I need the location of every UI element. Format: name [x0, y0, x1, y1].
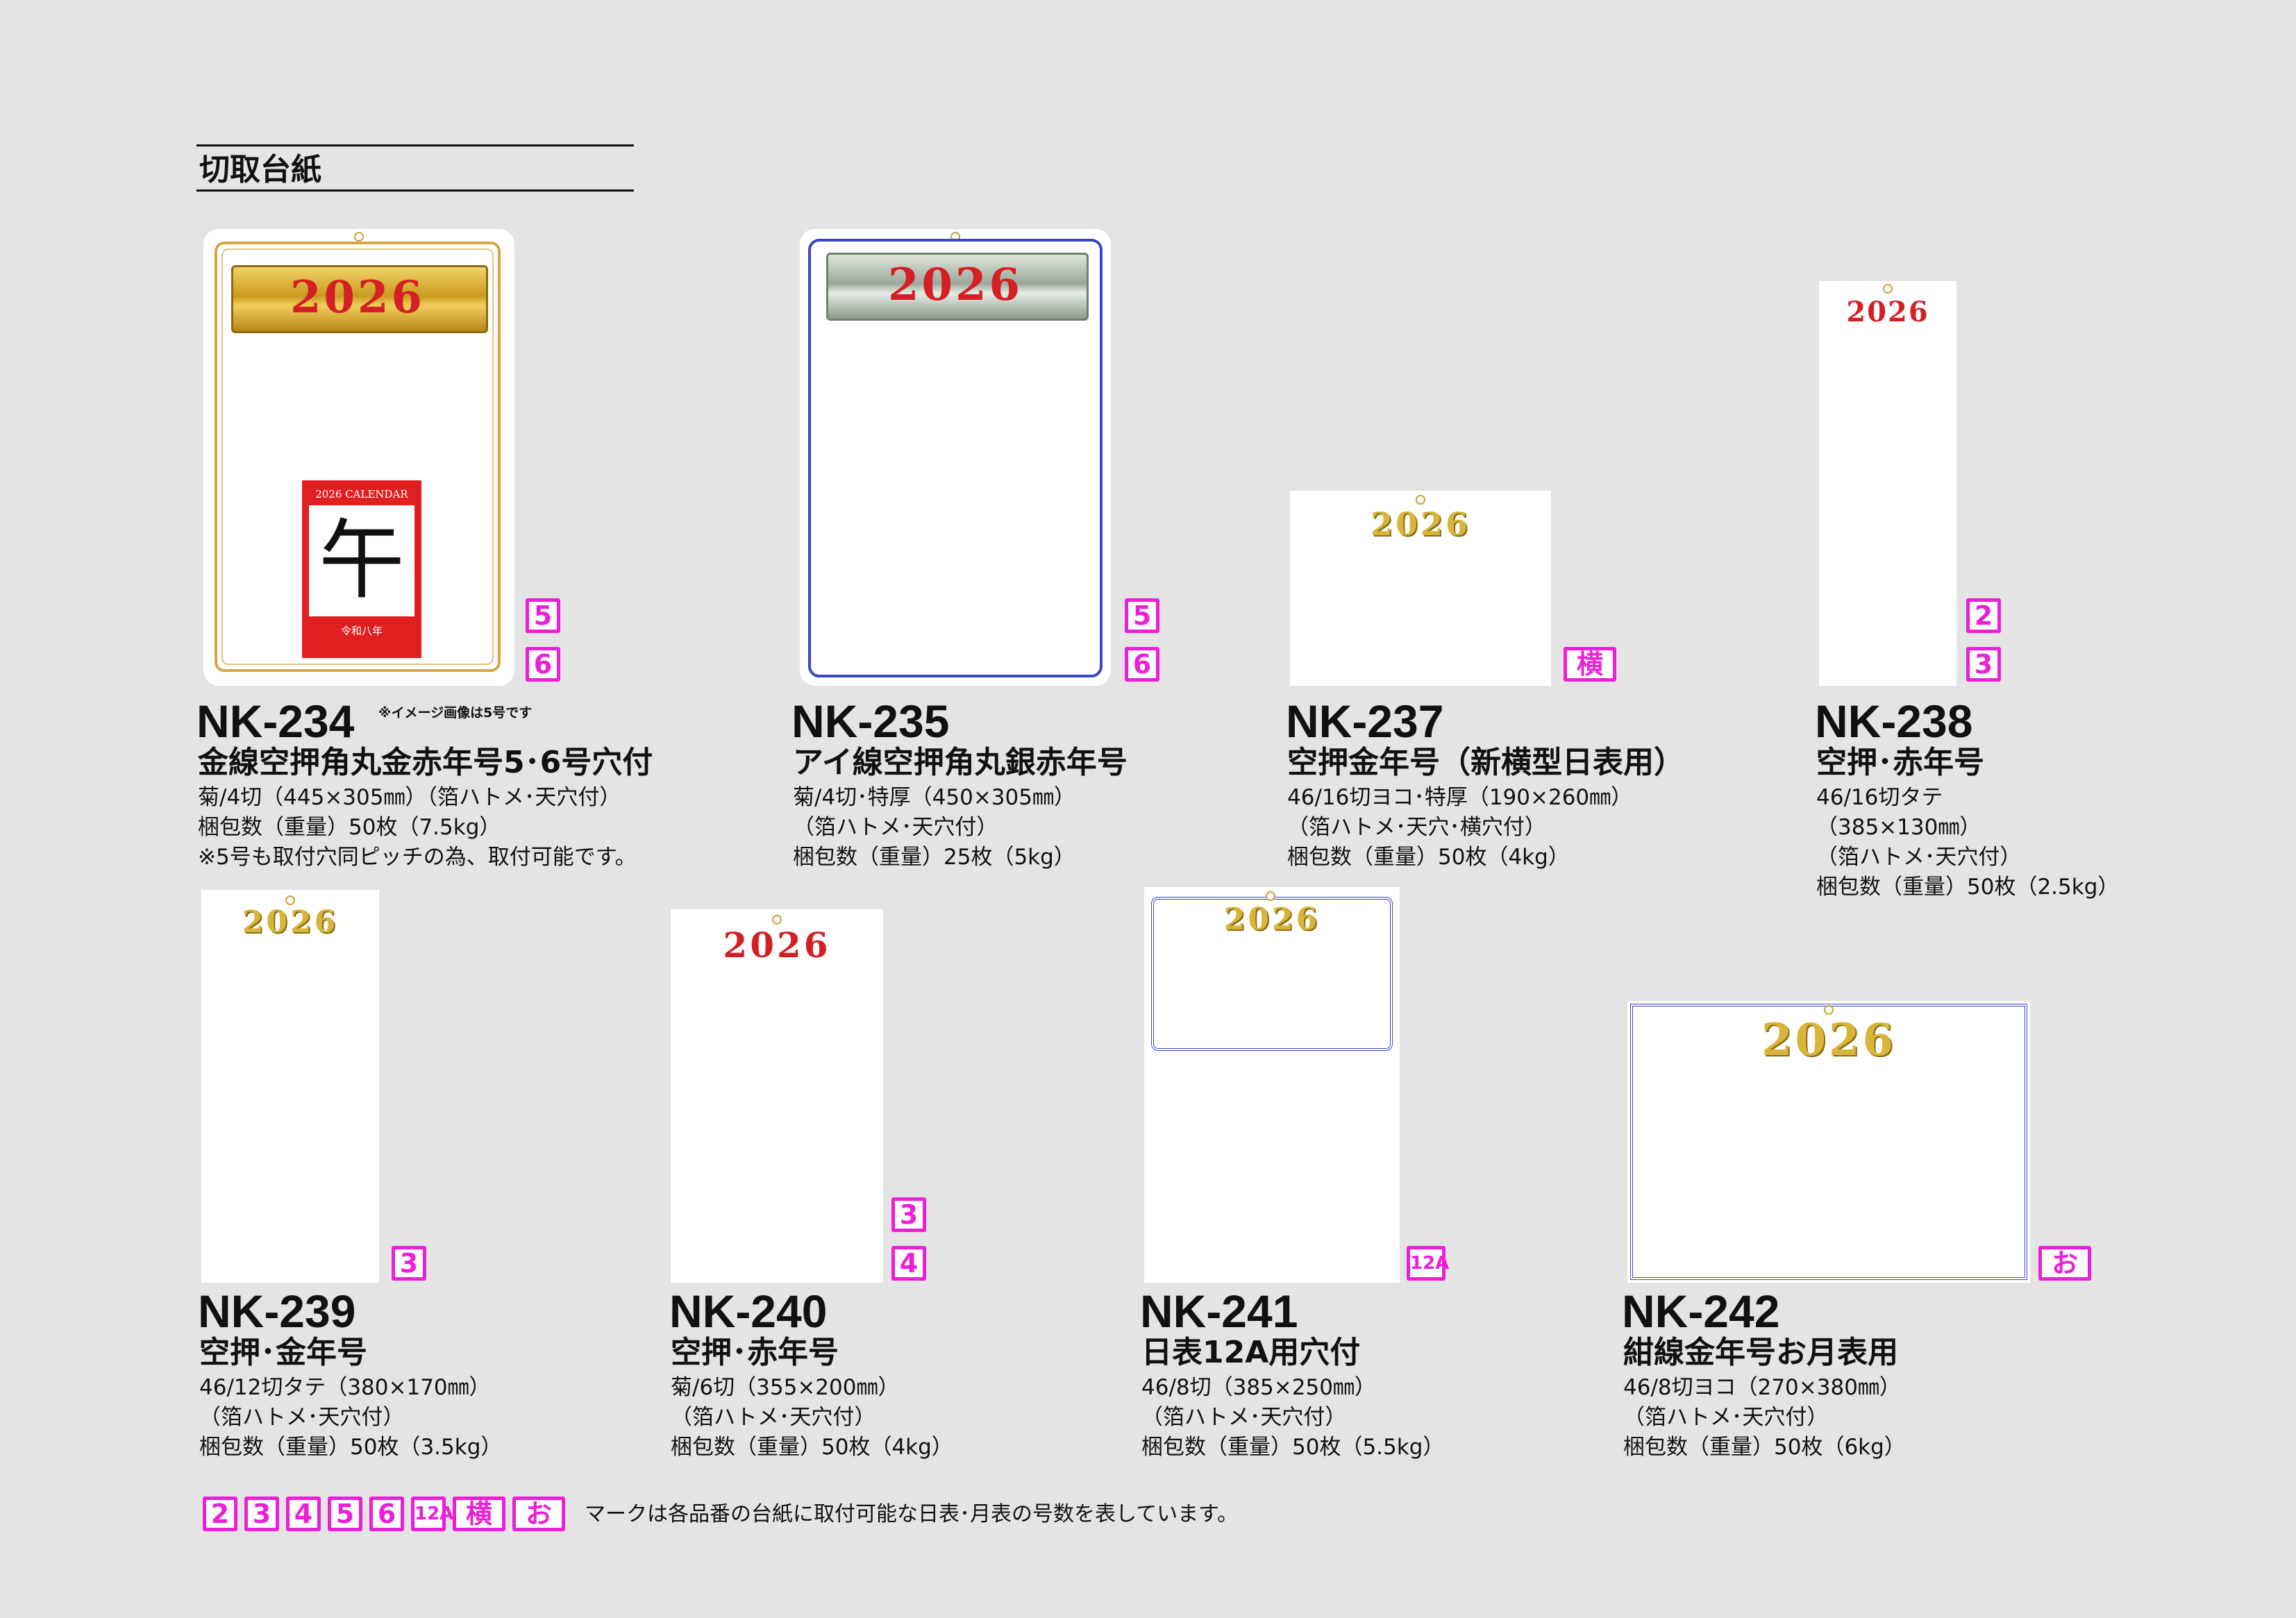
size-badge: 3 [1966, 647, 2001, 682]
legend-text: マークは各品番の台紙に取付可能な日表･月表の号数を表しています。 [585, 1502, 1239, 1526]
size-badge: 3 [392, 1246, 426, 1281]
legend-badge: 4 [286, 1497, 321, 1531]
product-name: 空押･金年号 [199, 1335, 367, 1370]
legend-badge: お [512, 1497, 565, 1531]
product-spec: 梱包数（重量）50枚（3.5kg） [199, 1435, 503, 1460]
product-name: 空押･赤年号 [671, 1335, 839, 1370]
blue-line-frame [808, 239, 1103, 677]
size-badge: お [2038, 1246, 2091, 1281]
size-badge: 4 [891, 1246, 926, 1281]
product-image-nk-239: 2026 [201, 890, 379, 1283]
product-spec: （箔ハトメ･天穴付） [671, 1405, 876, 1430]
hanging-hole [354, 232, 364, 242]
legend-badge: 6 [369, 1497, 404, 1531]
product-spec: 菊/4切･特厚（450×305㎜） [793, 785, 1075, 810]
product-code: NK-239 [198, 1286, 356, 1337]
year-label: 2026 [1370, 505, 1471, 543]
product-code: NK-238 [1815, 696, 1973, 747]
size-badge: 横 [1564, 647, 1616, 682]
product-code: NK-235 [791, 696, 950, 747]
year-banner [231, 265, 488, 333]
product-spec: 梱包数（重量）25枚（5kg） [793, 845, 1075, 870]
product-image-nk-237: 2026 [1290, 491, 1551, 686]
product-spec: ※5号も取付穴同ピッチの為、取付可能です。 [198, 845, 637, 870]
legend-badge: 横 [453, 1497, 505, 1531]
gold-inner-frame [221, 248, 494, 665]
gold-line-frame [215, 242, 501, 672]
product-spec: 梱包数（重量）50枚（6kg） [1623, 1435, 1906, 1460]
product-name: 紺線金年号お月表用 [1623, 1335, 1898, 1370]
product-spec: 梱包数（重量）50枚（5.5kg） [1141, 1435, 1445, 1460]
product-spec: 菊/6切（355×200㎜） [671, 1375, 900, 1400]
legend-badge: 5 [328, 1497, 362, 1531]
product-spec: 菊/4切（445×305㎜）（箔ハトメ･天穴付） [198, 785, 621, 810]
year-label: 2026 [242, 904, 339, 940]
mini-calendar: 2026 CALENDAR 午 令和八年 [302, 480, 421, 658]
size-badge: 6 [1125, 647, 1159, 682]
product-spec: （箔ハトメ･天穴付） [793, 815, 998, 840]
hanging-hole [1266, 891, 1275, 901]
year-label: 2026 [1223, 902, 1321, 937]
product-image-nk-235: 2026 [800, 229, 1111, 686]
product-code: NK-234 [196, 696, 355, 747]
legend-badge: 2 [203, 1497, 237, 1531]
image-note: ※イメージ画像は5号です [378, 705, 533, 720]
mini-calendar-kanji: 午 [309, 505, 414, 616]
year-label: 2026 [1846, 296, 1929, 328]
product-spec: 46/16切タテ [1816, 785, 1943, 810]
product-spec: 46/8切（385×250㎜） [1141, 1375, 1376, 1400]
product-image-nk-238: 2026 [1819, 281, 1956, 686]
size-badge: 5 [1125, 598, 1159, 633]
product-spec: （箔ハトメ･天穴付） [1141, 1405, 1347, 1430]
legend-badge: 12A [411, 1497, 453, 1531]
product-spec: 梱包数（重量）50枚（7.5kg） [198, 815, 501, 840]
mini-calendar-footer: 令和八年 [340, 625, 383, 637]
product-code: NK-240 [669, 1286, 828, 1337]
hanging-hole [1416, 495, 1425, 505]
size-badge: 12A [1407, 1246, 1449, 1281]
product-code: NK-242 [1622, 1286, 1780, 1337]
product-spec: （箔ハトメ･天穴･横穴付） [1287, 815, 1546, 840]
hanging-hole [285, 895, 295, 905]
product-spec: （箔ハトメ･天穴付） [199, 1405, 405, 1430]
product-code: NK-237 [1286, 696, 1444, 747]
product-name: 金線空押角丸金赤年号5･6号穴付 [198, 745, 653, 780]
product-code: NK-241 [1140, 1286, 1298, 1337]
product-name: 日表12A用穴付 [1141, 1335, 1361, 1370]
hanging-hole [1824, 1005, 1834, 1015]
hanging-hole [772, 915, 782, 925]
product-image-nk-241: 2026 [1144, 887, 1400, 1283]
mini-calendar-header: 2026 CALENDAR [315, 488, 408, 500]
year-banner [826, 253, 1089, 321]
product-spec: （箔ハトメ･天穴付） [1816, 845, 2022, 870]
product-spec: 梱包数（重量）50枚（4kg） [671, 1435, 953, 1460]
size-badge: 2 [1966, 598, 2001, 633]
year-label: 2026 [723, 925, 831, 966]
product-name: 空押･赤年号 [1816, 745, 1984, 780]
product-image-nk-240: 2026 [671, 909, 883, 1283]
product-spec: （箔ハトメ･天穴付） [1623, 1405, 1829, 1430]
product-spec: 46/12切タテ（380×170㎜） [199, 1375, 491, 1400]
size-badge: 3 [891, 1197, 926, 1232]
year-label: 2026 [1761, 1014, 1897, 1066]
size-badge: 5 [526, 598, 560, 633]
product-spec: 梱包数（重量）50枚（4kg） [1287, 845, 1570, 870]
product-image-nk-234: 2026 2026 CALENDAR 午 令和八年 [203, 229, 514, 686]
product-name: アイ線空押角丸銀赤年号 [793, 745, 1128, 780]
year-label: 2026 [887, 259, 1023, 311]
product-spec: （385×130㎜） [1816, 815, 1981, 840]
section-title: 切取台紙 [196, 144, 634, 192]
hanging-hole [1883, 284, 1893, 294]
legend-badge: 3 [244, 1497, 279, 1531]
product-image-nk-242: 2026 [1627, 1001, 2030, 1283]
product-spec: 46/16切ヨコ･特厚（190×260㎜） [1287, 785, 1633, 810]
product-spec: 46/8切ヨコ（270×380㎜） [1623, 1375, 1901, 1400]
year-label: 2026 [290, 271, 426, 323]
product-spec: 梱包数（重量）50枚（2.5kg） [1816, 875, 2120, 900]
product-name: 空押金年号（新横型日表用） [1287, 745, 1684, 780]
size-badge: 6 [526, 647, 560, 682]
